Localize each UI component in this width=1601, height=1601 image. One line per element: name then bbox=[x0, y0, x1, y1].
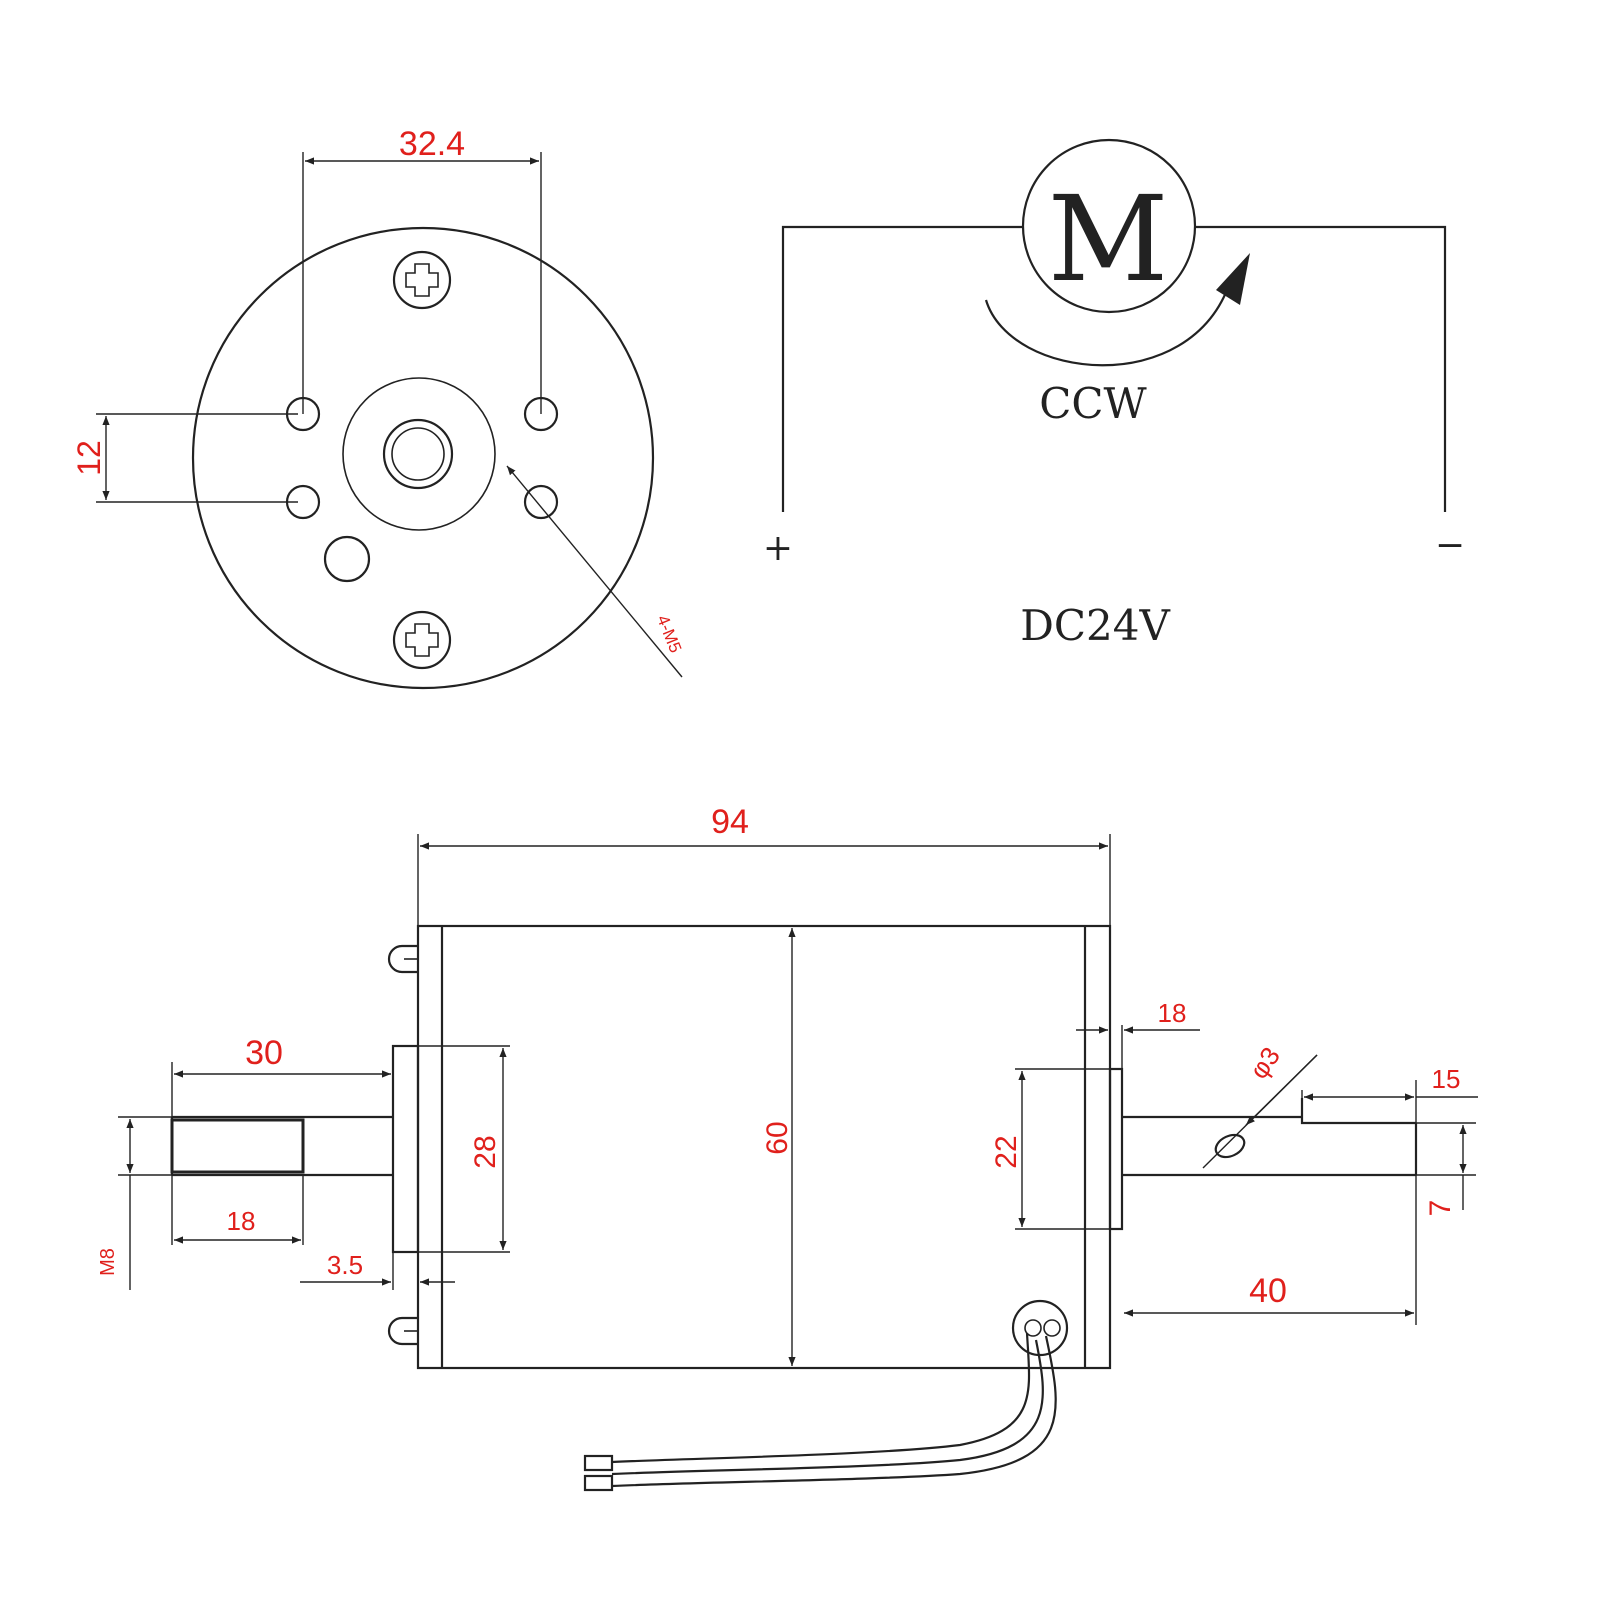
terminal-plus: + bbox=[763, 528, 793, 569]
wire-grommet bbox=[1011, 1299, 1069, 1357]
wiring-schematic: M CCW + − DC24V bbox=[763, 138, 1465, 650]
dim-key-length: 18 bbox=[227, 1206, 256, 1236]
dim-body-length: 94 bbox=[711, 803, 749, 841]
terminal-minus: − bbox=[1435, 525, 1465, 566]
lead-wire-2 bbox=[611, 1335, 1057, 1488]
dim-shaft-length: 30 bbox=[245, 1034, 283, 1072]
shaft-key bbox=[170, 1118, 305, 1174]
screw-top-icon bbox=[392, 250, 452, 310]
center-boss bbox=[342, 377, 496, 531]
dim-rear-shaft-length: 40 bbox=[1249, 1272, 1287, 1310]
body-screw-top-icon bbox=[387, 944, 418, 974]
body-screw-bottom-icon bbox=[387, 1316, 418, 1346]
dim-hole-spacing-v: 12 bbox=[71, 440, 107, 476]
dim-rear-shaft-diameter: 7 bbox=[1424, 1200, 1457, 1217]
dim-pin-diameter: φ3 bbox=[1243, 1041, 1286, 1084]
dim-thread: M8 bbox=[97, 1248, 119, 1276]
lead-tip-1 bbox=[583, 1454, 614, 1472]
motor-symbol-label: M bbox=[1048, 170, 1169, 308]
front-boss bbox=[391, 1044, 420, 1254]
voltage-label: DC24V bbox=[1020, 601, 1170, 650]
vent-hole bbox=[323, 535, 371, 583]
rotation-arc bbox=[984, 281, 1232, 367]
dim-rear-cap: 18 bbox=[1158, 998, 1187, 1028]
flange-outline bbox=[191, 226, 655, 690]
shaft-pin-hole bbox=[1214, 1133, 1246, 1159]
wire-minus bbox=[1194, 225, 1447, 512]
motor-symbol bbox=[1021, 138, 1197, 314]
lead-tip-2 bbox=[583, 1474, 614, 1492]
dim-flat-length: 15 bbox=[1432, 1064, 1461, 1094]
callout-thread: 4-M5 bbox=[653, 612, 685, 655]
rear-boss bbox=[1108, 1067, 1124, 1231]
dim-rear-boss-diameter: 22 bbox=[990, 1135, 1023, 1168]
shaft-bore-inner bbox=[391, 427, 445, 481]
rotation-arrow-icon bbox=[1216, 253, 1250, 305]
shaft-bore-outer bbox=[382, 418, 454, 490]
rotation-label: CCW bbox=[1039, 379, 1147, 428]
dim-boss-thickness: 3.5 bbox=[327, 1250, 363, 1280]
side-view: 94 60 28 22 18 30 18 M8 bbox=[97, 803, 1478, 1492]
wire-plus bbox=[781, 225, 1023, 512]
lead-wire-1 bbox=[611, 1332, 1031, 1464]
screw-bottom-icon bbox=[392, 610, 452, 670]
dim-hole-spacing-h: 32.4 bbox=[399, 125, 465, 163]
front-view: 32.4 12 4-M5 bbox=[71, 125, 685, 690]
dim-boss-diameter: 28 bbox=[469, 1135, 502, 1168]
mount-hole-br bbox=[523, 484, 559, 520]
dim-body-diameter: 60 bbox=[761, 1121, 794, 1154]
